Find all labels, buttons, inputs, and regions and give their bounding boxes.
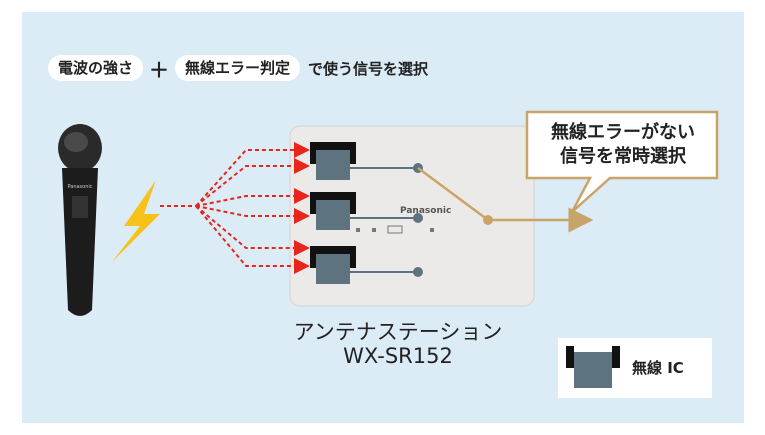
station-model: WX-SR152 xyxy=(343,344,453,368)
receiver-module-3 xyxy=(310,246,356,284)
receiver-module-2 xyxy=(310,192,356,230)
switch-node-3 xyxy=(413,267,423,277)
signal-paths xyxy=(160,142,310,274)
callout-bubble xyxy=(525,110,719,213)
receiver-module-1 xyxy=(310,142,356,180)
header-pill-error-judgment: 無線エラー判定 xyxy=(175,55,301,81)
mic-display xyxy=(72,196,88,218)
plus-sign: ＋ xyxy=(149,57,170,82)
legend-ic-icon xyxy=(566,346,620,388)
mic-brand-label: Panasonic xyxy=(67,184,92,190)
mic-grille-shine xyxy=(64,132,88,152)
station-indicators xyxy=(356,225,434,234)
callout-text: 無線エラーがない 信号を常時選択 xyxy=(532,116,714,174)
station-internal-lines xyxy=(350,167,418,273)
lightning-icon xyxy=(112,180,160,262)
callout-line-1: 無線エラーがない xyxy=(551,122,695,143)
selector-switch xyxy=(417,166,489,222)
station-name: アンテナステーション xyxy=(293,320,503,344)
mic-body xyxy=(62,168,98,316)
header-suffix: で使う信号を選択 xyxy=(308,59,429,78)
header-pill-signal-strength: 電波の強さ xyxy=(48,55,144,81)
callout-line-2: 信号を常時選択 xyxy=(560,146,686,167)
switch-node-2 xyxy=(413,213,423,223)
header-row: 電波の強さ ＋ 無線エラー判定 で使う信号を選択 xyxy=(48,54,428,82)
legend-label: 無線 IC xyxy=(632,359,684,377)
station-brand: Panasonic xyxy=(400,206,451,216)
microphone xyxy=(58,124,102,316)
